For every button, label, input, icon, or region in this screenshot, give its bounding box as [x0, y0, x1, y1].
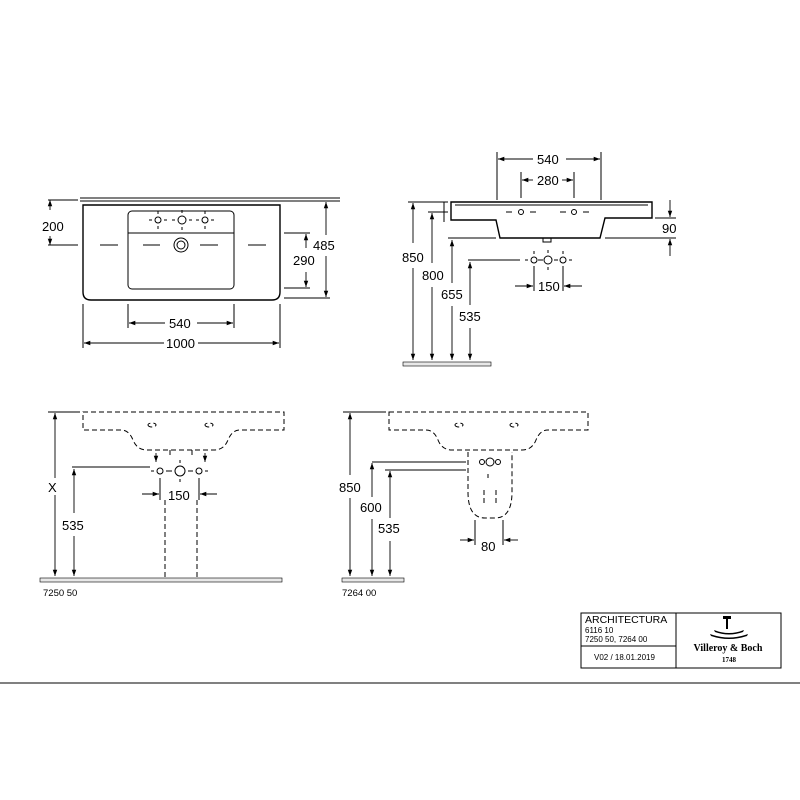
dim-535-side: 535	[459, 309, 481, 324]
dim-80: 80	[481, 539, 495, 554]
article-number: 6116 10	[585, 626, 614, 635]
front-pedestal-view: 150 X 535 7250 50	[39, 411, 285, 599]
basin-side2-outline	[388, 411, 589, 451]
front-tap-holes	[151, 460, 208, 482]
dim-150-side: 150	[538, 279, 560, 294]
half-pedestal-holes	[479, 457, 501, 478]
dim-600: 600	[360, 500, 382, 515]
svg-text:1748: 1748	[722, 656, 737, 664]
drain-icon	[173, 237, 189, 253]
dim-290: 290	[293, 253, 315, 268]
side-tap-holes	[525, 250, 572, 270]
version-date: V02 / 18.01.2019	[594, 653, 655, 662]
accessory-numbers: 7250 50, 7264 00	[585, 635, 648, 644]
villeroy-boch-logo: Villeroy & Boch 1748	[694, 616, 763, 664]
bowl-outline	[127, 210, 235, 290]
dim-540-top: 540	[169, 316, 191, 331]
dim-535-front: 535	[62, 518, 84, 533]
dim-1000: 1000	[166, 336, 195, 351]
dim-800: 800	[422, 268, 444, 283]
dim-540-side: 540	[537, 152, 559, 167]
dim-535-pedestal: 535	[378, 521, 400, 536]
title-block: ARCHITECTURA 6116 10 7250 50, 7264 00 V0…	[580, 612, 782, 669]
dim-485: 485	[313, 238, 335, 253]
product-name: ARCHITECTURA	[585, 614, 667, 626]
side-pedestal-view: 80 850 600 535 7264 00	[339, 411, 589, 599]
basin-side-outline	[450, 201, 653, 239]
pedestal-front	[164, 500, 198, 580]
pedestal-side-code: 7264 00	[342, 588, 376, 599]
half-pedestal	[467, 452, 513, 519]
basin-front-outline	[82, 411, 285, 451]
dim-850-pedestal: 850	[339, 480, 361, 495]
svg-text:Villeroy & Boch: Villeroy & Boch	[694, 643, 763, 654]
dim-280: 280	[537, 173, 559, 188]
dim-150-front: 150	[168, 488, 190, 503]
dim-200: 200	[42, 219, 64, 234]
tap-holes	[149, 210, 214, 230]
pedestal-code: 7250 50	[43, 588, 77, 599]
dim-x: X	[48, 480, 57, 495]
dim-655: 655	[441, 287, 463, 302]
dim-850-side: 850	[402, 250, 424, 265]
side-view: 540 280 90 850 800 655 535	[402, 152, 676, 367]
dim-90: 90	[662, 221, 676, 236]
top-view: 200 485 290 540 1000	[42, 197, 340, 351]
basin-top-outline	[82, 204, 281, 301]
